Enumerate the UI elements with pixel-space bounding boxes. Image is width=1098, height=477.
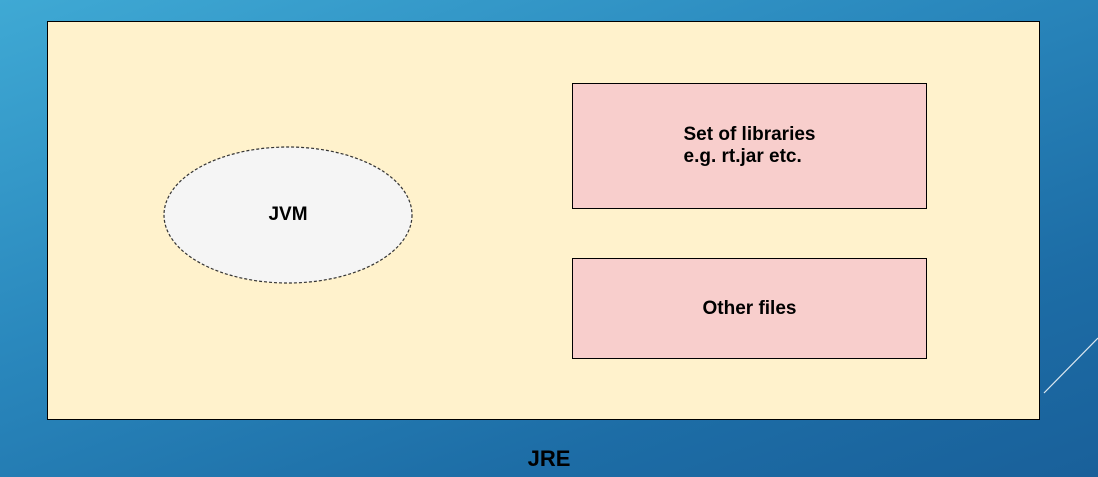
jvm-ellipse	[163, 146, 413, 284]
libraries-label-line-1: Set of libraries	[683, 124, 816, 145]
jvm-node: JVM	[162, 145, 414, 285]
jvm-label: JVM	[268, 204, 308, 225]
jre-caption: JRE	[527, 446, 571, 471]
libraries-node: Set of libraries e.g. rt.jar etc.	[572, 83, 927, 209]
other-files-label: Other files	[702, 297, 797, 319]
libraries-label-line-2: e.g. rt.jar etc.	[683, 146, 802, 167]
other-files-node: Other files	[572, 258, 927, 359]
